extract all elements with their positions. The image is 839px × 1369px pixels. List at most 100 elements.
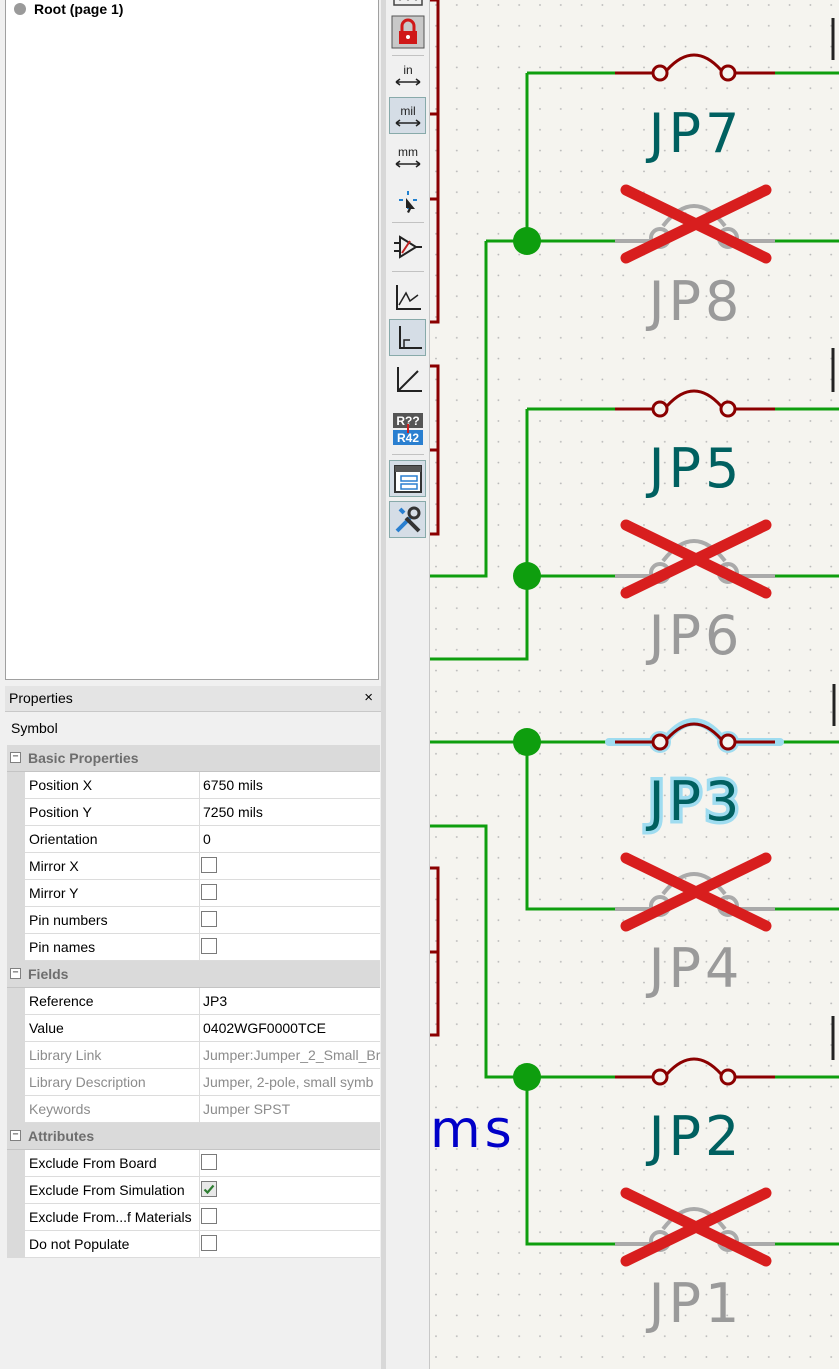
units-inches-button[interactable]: in [389, 56, 426, 93]
collapse-icon[interactable]: − [10, 752, 21, 763]
property-row-exclude-from-bom[interactable]: Exclude From...f Materials [7, 1204, 380, 1231]
section-label: Attributes [28, 1128, 95, 1144]
ref-jp1[interactable]: JP1 [646, 1272, 744, 1335]
dnp-cross-marks [620, 184, 772, 1267]
do-not-populate-checkbox[interactable] [201, 1235, 217, 1251]
units-mm-button[interactable]: mm [389, 138, 426, 175]
section-fields[interactable]: − Fields [7, 961, 380, 988]
line-mode-free-icon[interactable] [389, 278, 426, 315]
ref-jp6[interactable]: JP6 [646, 604, 744, 667]
ref-jp8[interactable]: JP8 [646, 270, 744, 333]
property-row-mirror-y[interactable]: Mirror Y [7, 880, 380, 907]
property-row-reference[interactable]: Reference JP3 [7, 988, 380, 1015]
property-name: Exclude From Simulation [25, 1177, 200, 1203]
pin-numbers-checkbox[interactable] [201, 911, 217, 927]
sheet-bullet-icon [14, 3, 26, 15]
units-mils-button[interactable]: mil [389, 97, 426, 134]
simulation-probe-icon[interactable] [389, 228, 426, 265]
schematic-canvas[interactable]: JP7 JP8 JP5 JP6 JP3 JP4 JP2 JP1 ms [430, 0, 839, 1369]
left-panel: Root (page 1) Properties × Symbol − Basi… [0, 0, 386, 1369]
hierarchy-navigator: Root (page 1) [5, 0, 379, 680]
ref-jp5[interactable]: JP5 [646, 437, 744, 500]
collapse-icon[interactable]: − [10, 1130, 21, 1141]
property-value-value[interactable]: 0402WGF0000TCE [203, 1020, 326, 1036]
property-name: Pin names [25, 934, 200, 960]
property-row-exclude-from-board[interactable]: Exclude From Board [7, 1150, 380, 1177]
property-name: Orientation [25, 826, 200, 852]
close-icon[interactable]: × [364, 689, 373, 706]
ref-jp2[interactable]: JP2 [646, 1105, 744, 1168]
selection-type-label: Symbol [11, 720, 58, 736]
property-row-value[interactable]: Value 0402WGF0000TCE [7, 1015, 380, 1042]
property-row-position-x[interactable]: Position X 6750 mils [7, 772, 380, 799]
line-mode-45-icon[interactable] [389, 360, 426, 397]
hierarchy-root-label: Root (page 1) [34, 1, 124, 17]
property-value-library-description[interactable]: Jumper, 2-pole, small symb [203, 1074, 374, 1090]
property-name: Value [25, 1015, 200, 1041]
ref-jp4[interactable]: JP4 [646, 937, 744, 1000]
left-toolbar: in mil mm R?? R42 [386, 0, 430, 1369]
junction-dot [513, 227, 541, 255]
pin-names-checkbox[interactable] [201, 938, 217, 954]
units-in-label: in [403, 63, 412, 77]
property-value-reference[interactable]: JP3 [203, 993, 228, 1009]
property-value-position-y[interactable]: 7250 mils [203, 804, 263, 820]
property-row-do-not-populate[interactable]: Do not Populate [7, 1231, 380, 1258]
hierarchy-panel-icon[interactable] [389, 460, 426, 497]
property-row-position-y[interactable]: Position Y 7250 mils [7, 799, 380, 826]
property-name: Pin numbers [25, 907, 200, 933]
property-name: Do not Populate [25, 1231, 200, 1257]
section-attributes[interactable]: − Attributes [7, 1123, 380, 1150]
property-value-position-x[interactable]: 6750 mils [203, 777, 263, 793]
mirror-x-checkbox[interactable] [201, 857, 217, 873]
property-row-library-description[interactable]: Library Description Jumper, 2-pole, smal… [7, 1069, 380, 1096]
annotate-top-label: R?? [396, 414, 419, 428]
annotate-icon[interactable]: R?? R42 [389, 410, 426, 447]
property-row-orientation[interactable]: Orientation 0 [7, 826, 380, 853]
section-label: Fields [28, 966, 69, 982]
property-value-keywords[interactable]: Jumper SPST [203, 1101, 291, 1117]
property-value-orientation[interactable]: 0 [203, 831, 211, 847]
schematic-drawing[interactable]: JP7 JP8 JP5 JP6 JP3 JP4 JP2 JP1 ms [430, 0, 839, 1369]
properties-panel-tools-icon[interactable] [389, 501, 426, 538]
property-name: Exclude From Board [25, 1150, 200, 1176]
properties-title: Properties [9, 690, 73, 706]
annotate-bottom-label: R42 [396, 431, 418, 445]
property-row-mirror-x[interactable]: Mirror X [7, 853, 380, 880]
collapse-icon[interactable]: − [10, 968, 21, 979]
junction-dot [513, 1063, 541, 1091]
hierarchy-root-item[interactable]: Root (page 1) [14, 0, 123, 18]
exclude-from-bom-checkbox[interactable] [201, 1208, 217, 1224]
property-row-pin-names[interactable]: Pin names [7, 934, 380, 961]
ref-jp3[interactable]: JP3 [642, 767, 744, 837]
property-row-keywords[interactable]: Keywords Jumper SPST [7, 1096, 380, 1123]
property-name: Keywords [25, 1096, 200, 1122]
junction-dot [513, 562, 541, 590]
property-name: Position Y [25, 799, 200, 825]
property-row-pin-numbers[interactable]: Pin numbers [7, 907, 380, 934]
property-name: Position X [25, 772, 200, 798]
panel-splitter[interactable] [381, 0, 386, 1369]
grid-dots-button[interactable] [389, 0, 426, 9]
units-mm-label: mm [398, 145, 418, 159]
property-name: Reference [25, 988, 200, 1014]
properties-panel: Properties × Symbol − Basic Properties P… [5, 686, 383, 1369]
property-name: Library Description [25, 1069, 200, 1095]
section-label: Basic Properties [28, 750, 139, 766]
exclude-from-board-checkbox[interactable] [201, 1154, 217, 1170]
property-row-library-link[interactable]: Library Link Jumper:Jumper_2_Small_Bri [7, 1042, 383, 1069]
property-name: Mirror X [25, 853, 200, 879]
properties-header: Properties × [5, 686, 381, 712]
cursor-crosshair-icon[interactable] [389, 181, 426, 218]
ref-jp7[interactable]: JP7 [646, 102, 744, 165]
property-grid: − Basic Properties Position X 6750 mils … [7, 745, 383, 1258]
line-mode-90-icon[interactable] [389, 319, 426, 356]
units-mil-label: mil [400, 104, 415, 118]
lock-icon[interactable] [389, 13, 426, 50]
mirror-y-checkbox[interactable] [201, 884, 217, 900]
property-row-exclude-from-simulation[interactable]: Exclude From Simulation [7, 1177, 380, 1204]
section-basic-properties[interactable]: − Basic Properties [7, 745, 380, 772]
property-name: Library Link [25, 1042, 200, 1068]
property-value-library-link[interactable]: Jumper:Jumper_2_Small_Bri [203, 1047, 383, 1063]
exclude-from-simulation-checkbox[interactable] [201, 1181, 217, 1197]
